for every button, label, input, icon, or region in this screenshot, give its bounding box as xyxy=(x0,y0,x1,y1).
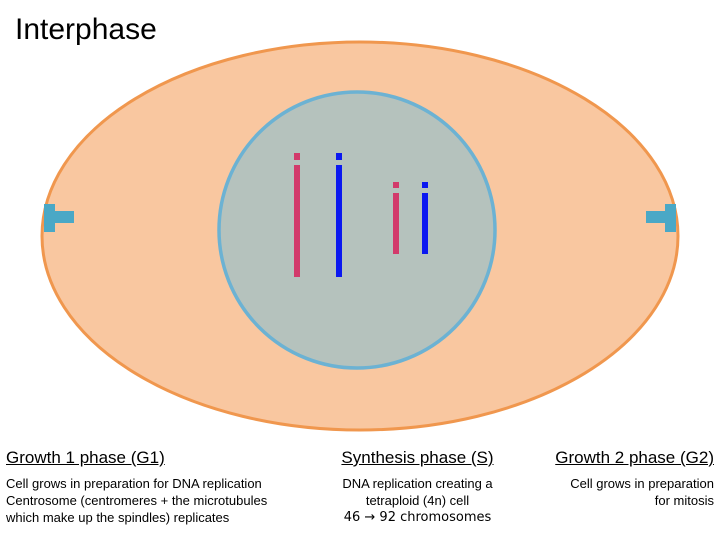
chromosome-blue-long xyxy=(336,153,342,277)
phase-g1-heading: Growth 1 phase (G1) xyxy=(6,448,165,467)
phase-g2-heading: Growth 2 phase (G2) xyxy=(555,448,714,467)
phase-s: Synthesis phase (S) DNA replication crea… xyxy=(300,447,535,526)
chromosome-blue-short xyxy=(422,182,428,254)
chromosome-red-short xyxy=(393,182,399,254)
phase-s-line: 46 → 92 chromosomes xyxy=(343,510,492,525)
nucleus xyxy=(217,90,497,370)
centrosome-right xyxy=(646,204,676,232)
phase-g1: Growth 1 phase (G1) Cell grows in prepar… xyxy=(6,447,267,526)
phase-g2: Growth 2 phase (G2) Cell grows in prepar… xyxy=(555,447,714,509)
phase-s-heading: Synthesis phase (S) xyxy=(341,448,494,467)
phase-s-description: DNA replication creating a tetraploid (4… xyxy=(300,475,535,526)
phase-s-line: DNA replication creating a xyxy=(342,476,493,491)
slide-title: Interphase xyxy=(15,13,157,46)
phase-s-line: tetraploid (4n) cell xyxy=(365,493,470,508)
phase-g1-line: which make up the spindles) replicates xyxy=(6,510,230,525)
centrosome-left xyxy=(44,204,74,232)
phase-g1-line: Cell grows in preparation for DNA replic… xyxy=(6,476,262,491)
phase-g1-description: Cell grows in preparation for DNA replic… xyxy=(6,475,267,526)
phase-g1-line: Centrosome (centromeres + the microtubul… xyxy=(6,493,268,508)
phase-g2-line: for mitosis xyxy=(654,493,714,508)
chromosome-red-long xyxy=(294,153,300,277)
phase-g2-description: Cell grows in preparation for mitosis xyxy=(555,475,714,509)
phase-g2-line: Cell grows in preparation xyxy=(570,476,714,491)
